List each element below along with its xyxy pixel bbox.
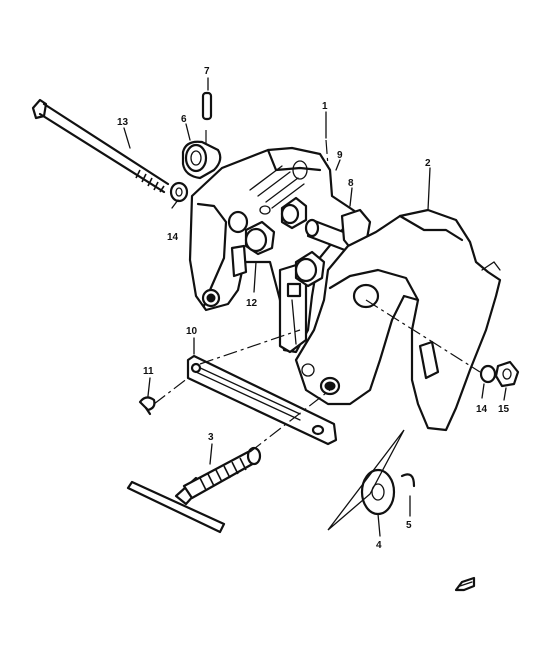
callout-8: 8 bbox=[348, 178, 354, 189]
callout-13: 13 bbox=[117, 117, 129, 128]
part-4-pad bbox=[360, 468, 396, 516]
part-12-bushing-lower bbox=[294, 250, 326, 288]
part-15-nut bbox=[494, 360, 520, 388]
callout-12: 12 bbox=[246, 298, 258, 309]
callout-7: 7 bbox=[204, 66, 210, 77]
part-9-bushing bbox=[280, 196, 308, 230]
assembly-lines bbox=[153, 130, 481, 531]
part-14-washer-right bbox=[479, 364, 497, 384]
part-14-washer-left bbox=[169, 181, 189, 203]
callout-6: 6 bbox=[181, 114, 187, 125]
leader-lines bbox=[123, 77, 507, 537]
callout-9: 9 bbox=[337, 150, 343, 161]
part-12-bushing-upper bbox=[244, 220, 276, 256]
callout-10: 10 bbox=[186, 326, 198, 337]
part-11-screw bbox=[138, 396, 156, 416]
direction-arrow-icon bbox=[454, 576, 476, 592]
part-5-clip bbox=[400, 473, 416, 488]
callout-2: 2 bbox=[425, 158, 431, 169]
part-13-bolt bbox=[31, 98, 170, 194]
callout-11: 11 bbox=[143, 366, 154, 377]
callout-14-right: 14 bbox=[476, 404, 488, 415]
part-10-plate bbox=[186, 354, 338, 446]
callout-15: 15 bbox=[498, 404, 510, 415]
callout-1: 1 bbox=[322, 101, 328, 112]
callout-3: 3 bbox=[208, 432, 214, 443]
callout-5: 5 bbox=[406, 520, 412, 531]
callout-4: 4 bbox=[376, 540, 382, 551]
part-6-bushing bbox=[181, 140, 222, 180]
part-2-clamp bbox=[294, 208, 502, 432]
part-1-bracket bbox=[188, 146, 358, 354]
callout-14-left: 14 bbox=[167, 232, 179, 243]
part-7-pin bbox=[201, 91, 213, 121]
part-3-clamp-screw bbox=[126, 446, 262, 534]
